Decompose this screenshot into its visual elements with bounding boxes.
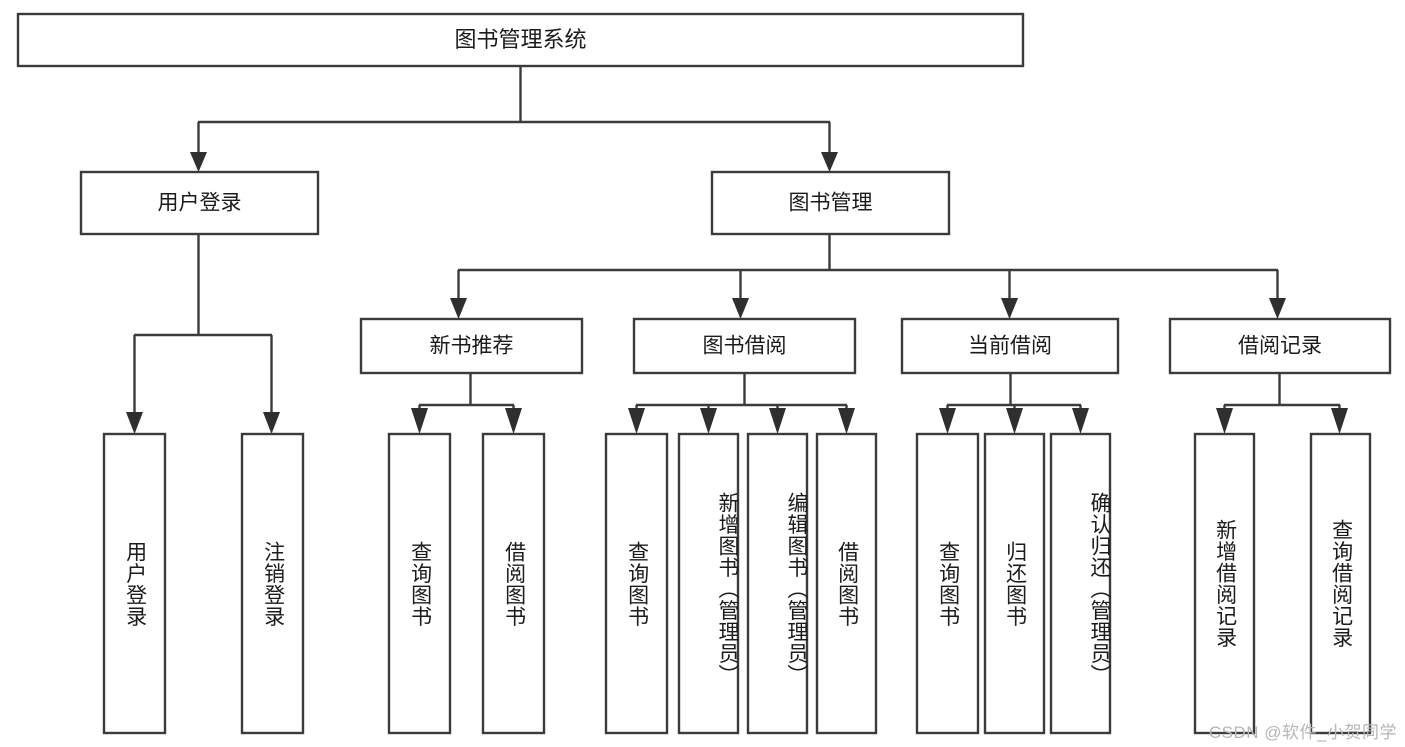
csdn-watermark: CSDN @软件_小贺同学 <box>1208 723 1397 742</box>
connector-group-new-book <box>411 373 522 434</box>
arrowhead-leaf-book-borrow-2 <box>700 408 717 434</box>
node-borrow-record-label: 借阅记录 <box>1238 335 1322 358</box>
leaf-box-new-book-2[interactable] <box>481 432 546 735</box>
connector-group-user-login <box>126 234 280 434</box>
leaf-box-book-borrow-3[interactable] <box>746 432 809 735</box>
leaf-box-book-borrow-2[interactable] <box>677 432 740 735</box>
arrowhead-leaf-current-borrow-3 <box>1072 408 1089 434</box>
arrowhead-book-borrow <box>732 298 749 319</box>
arrowhead-leaf-borrow-record-2 <box>1331 408 1348 434</box>
arrowhead-user-login <box>190 152 207 172</box>
node-book-borrow-box[interactable] <box>632 317 857 375</box>
connector-group-borrow-record <box>1216 373 1348 434</box>
leaf-box-book-borrow-1[interactable] <box>604 432 669 735</box>
node-user-login-label: 用户登录 <box>158 192 242 215</box>
node-current-borrow-label: 当前借阅 <box>968 335 1052 358</box>
arrowhead-leaf-book-borrow-4 <box>838 408 855 434</box>
connector-group-book-borrow <box>628 373 855 434</box>
arrowhead-leaf-user-login-2 <box>263 412 280 434</box>
leaf-box-borrow-record-2[interactable] <box>1309 432 1372 735</box>
arrowhead-leaf-book-borrow-3 <box>769 408 786 434</box>
leaf-box-user-login-1[interactable] <box>102 432 167 735</box>
leaf-box-book-borrow-4[interactable] <box>815 432 878 735</box>
leaf-box-borrow-record-1[interactable] <box>1193 432 1256 735</box>
arrowhead-leaf-borrow-record-1 <box>1216 408 1233 434</box>
leaf-box-user-login-2[interactable] <box>240 432 305 735</box>
node-root-label: 图书管理系统 <box>454 27 586 52</box>
arrowhead-new-book <box>450 298 467 319</box>
arrowhead-book-mgmt <box>821 152 838 172</box>
arrowhead-leaf-user-login-1 <box>126 412 143 434</box>
node-user-login-box[interactable] <box>79 170 320 236</box>
node-current-borrow-box[interactable] <box>900 317 1120 375</box>
arrowhead-current-borrow <box>1001 298 1018 319</box>
leaf-box-current-borrow-1[interactable] <box>915 432 980 735</box>
arrowhead-leaf-new-book-2 <box>505 408 522 434</box>
node-root-box[interactable] <box>16 12 1025 68</box>
node-borrow-record-box[interactable] <box>1168 317 1392 375</box>
arrowhead-leaf-new-book-1 <box>411 408 428 434</box>
connector-group-current-borrow <box>939 373 1089 434</box>
leaf-box-new-book-1[interactable] <box>387 432 452 735</box>
arrowhead-leaf-book-borrow-1 <box>628 408 645 434</box>
arrowhead-leaf-current-borrow-1 <box>939 408 956 434</box>
arrowhead-borrow-record <box>1269 298 1286 319</box>
node-book-mgmt-label: 图书管理 <box>789 192 873 215</box>
connector-group-root <box>190 66 838 172</box>
connector-group-book-mgmt <box>450 234 1286 319</box>
node-new-book-label: 新书推荐 <box>430 335 514 358</box>
leaf-box-current-borrow-2[interactable] <box>983 432 1046 735</box>
node-book-mgmt-box[interactable] <box>710 170 951 236</box>
node-new-book-box[interactable] <box>359 317 584 375</box>
leaf-box-current-borrow-3[interactable] <box>1049 432 1112 735</box>
arrowhead-leaf-current-borrow-2 <box>1006 408 1023 434</box>
node-book-borrow-label: 图书借阅 <box>703 335 787 358</box>
